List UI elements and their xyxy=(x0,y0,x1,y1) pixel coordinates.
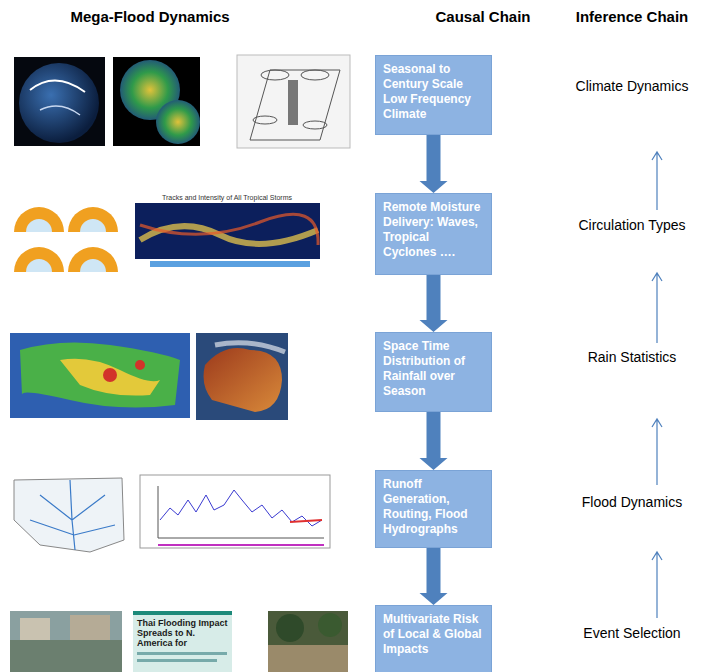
sst-globe-image xyxy=(113,57,200,146)
column-header: Causal Chain xyxy=(435,8,530,25)
flow-arrow xyxy=(420,548,448,605)
inference-step: Climate Dynamics xyxy=(576,78,689,94)
us-precipitation-map xyxy=(10,333,190,418)
process-box: Runoff Generation, Routing, Flood Hydrog… xyxy=(375,470,492,548)
inference-step: Flood Dynamics xyxy=(582,494,682,510)
news-headline: Thai Flooding Impact Spreads to N. Ameri… xyxy=(137,618,229,648)
hydrograph-chart xyxy=(140,475,330,548)
inference-step: Rain Statistics xyxy=(588,349,677,365)
box-text: Remote Moisture Delivery: Waves, Tropica… xyxy=(383,200,484,260)
process-box: Remote Moisture Delivery: Waves, Tropica… xyxy=(375,193,492,275)
box-text: Runoff Generation, Routing, Flood Hydrog… xyxy=(383,477,484,537)
flow-arrow xyxy=(420,412,448,470)
tropical-storm-tracks-map xyxy=(133,192,322,272)
flood-photo xyxy=(10,611,122,672)
box-text: Seasonal to Century Scale Low Frequency … xyxy=(383,62,484,122)
flow-arrow xyxy=(420,135,448,193)
australia-satellite-image xyxy=(196,333,288,420)
inference-step: Event Selection xyxy=(583,625,680,641)
process-box: Space Time Distribution of Rainfall over… xyxy=(375,332,492,412)
box-text: Space Time Distribution of Rainfall over… xyxy=(383,339,484,399)
inference-step: Circulation Types xyxy=(578,217,685,233)
box-text: Multivariate Risk of Local & Global Impa… xyxy=(383,612,484,657)
flow-arrow xyxy=(420,275,448,332)
column-header: Mega-Flood Dynamics xyxy=(70,8,229,25)
process-box: Multivariate Risk of Local & Global Impa… xyxy=(375,605,492,672)
hemisphere-maps xyxy=(10,195,122,275)
flooded-street-photo xyxy=(268,611,348,672)
us-river-basin-map xyxy=(10,470,128,555)
circulation-schematic xyxy=(237,55,350,148)
image-caption: Tracks and Intensity of All Tropical Sto… xyxy=(160,194,294,201)
news-headline-image xyxy=(133,611,232,672)
process-box: Seasonal to Century Scale Low Frequency … xyxy=(375,55,492,135)
globe-image xyxy=(14,57,105,146)
column-header: Inference Chain xyxy=(576,8,689,25)
